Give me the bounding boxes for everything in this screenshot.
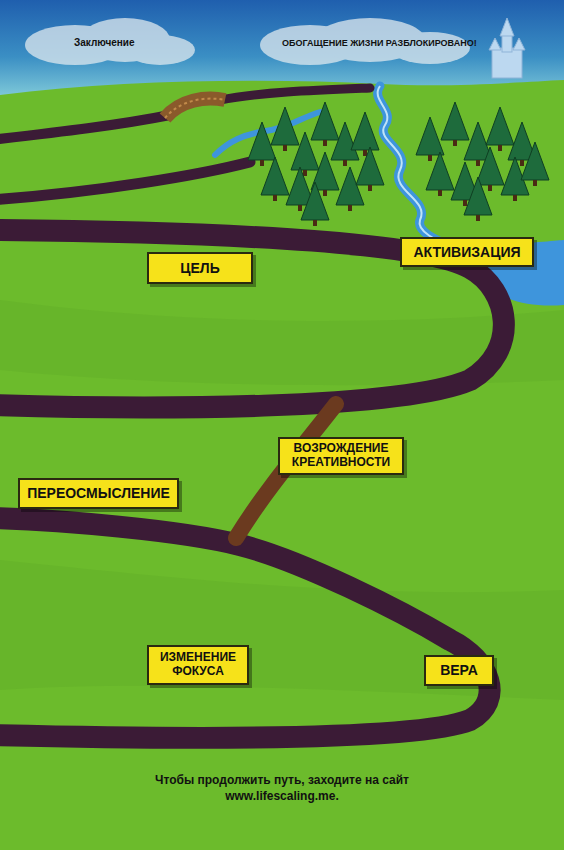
tree xyxy=(464,177,492,215)
tree xyxy=(301,182,329,220)
road xyxy=(0,88,504,738)
river xyxy=(378,86,470,255)
tree-trunk xyxy=(260,160,264,166)
station-label: АКТИВИЗАЦИЯ xyxy=(400,237,534,267)
tree-trunk xyxy=(476,215,480,221)
tree-trunk xyxy=(520,160,524,166)
tree-trunk xyxy=(303,170,307,176)
tree-trunk xyxy=(343,160,347,166)
tree-trunk xyxy=(313,220,317,226)
tree xyxy=(261,157,289,195)
tree xyxy=(351,112,379,150)
tree-trunk xyxy=(368,185,372,191)
tree xyxy=(441,102,469,140)
station-label: ВЕРА xyxy=(424,655,494,686)
field-band xyxy=(0,560,564,700)
castle xyxy=(489,18,525,78)
station-text: ВОЗРОЖДЕНИЕ КРЕАТИВНОСТИ xyxy=(286,442,396,470)
tree-trunk xyxy=(463,200,467,206)
tree-trunk xyxy=(488,185,492,191)
tree-trunk xyxy=(533,180,537,186)
tree xyxy=(271,107,299,145)
tree-trunk xyxy=(498,145,502,151)
tree xyxy=(521,142,549,180)
tree-trunk xyxy=(453,140,457,146)
station-label: ПЕРЕОСМЫСЛЕНИЕ xyxy=(18,478,179,509)
station-text: ЦЕЛЬ xyxy=(180,260,219,276)
tree-trunk xyxy=(273,195,277,201)
tree-trunk xyxy=(363,150,367,156)
map-title: Заключение xyxy=(74,37,135,48)
tree-trunk xyxy=(476,160,480,166)
tree xyxy=(248,122,276,160)
station-text: АКТИВИЗАЦИЯ xyxy=(413,244,520,260)
station-text: ИЗМЕНЕНИЕ ФОКУСА xyxy=(155,651,241,679)
tree xyxy=(476,147,504,185)
tree xyxy=(486,107,514,145)
tree-trunk xyxy=(283,145,287,151)
station-text: ПЕРЕОСМЫСЛЕНИЕ xyxy=(27,485,170,501)
tree xyxy=(356,147,384,185)
sky xyxy=(0,0,564,95)
bridge xyxy=(165,99,225,118)
tree xyxy=(416,117,444,155)
tree xyxy=(336,167,364,205)
tree-trunk xyxy=(298,205,302,211)
tree-trunk xyxy=(513,195,517,201)
station-text: ВЕРА xyxy=(440,662,478,678)
forest xyxy=(248,102,549,226)
tree-trunk xyxy=(438,190,442,196)
tree xyxy=(311,102,339,140)
tree-trunk xyxy=(323,140,327,146)
cloud xyxy=(25,18,195,65)
tree xyxy=(426,152,454,190)
footer-caption: Чтобы продолжить путь, заходите на сайт … xyxy=(132,772,432,804)
tree-trunk xyxy=(428,155,432,161)
station-label: ИЗМЕНЕНИЕ ФОКУСА xyxy=(147,645,249,685)
tree-trunk xyxy=(323,190,327,196)
tree-trunk xyxy=(348,205,352,211)
river-highlight xyxy=(378,86,470,255)
station-label: ВОЗРОЖДЕНИЕ КРЕАТИВНОСТИ xyxy=(278,437,404,475)
banner-label: ОБОГАЩЕНИЕ ЖИЗНИ РАЗБЛОКИРОВАНО! xyxy=(282,38,477,48)
station-label: ЦЕЛЬ xyxy=(147,252,253,284)
